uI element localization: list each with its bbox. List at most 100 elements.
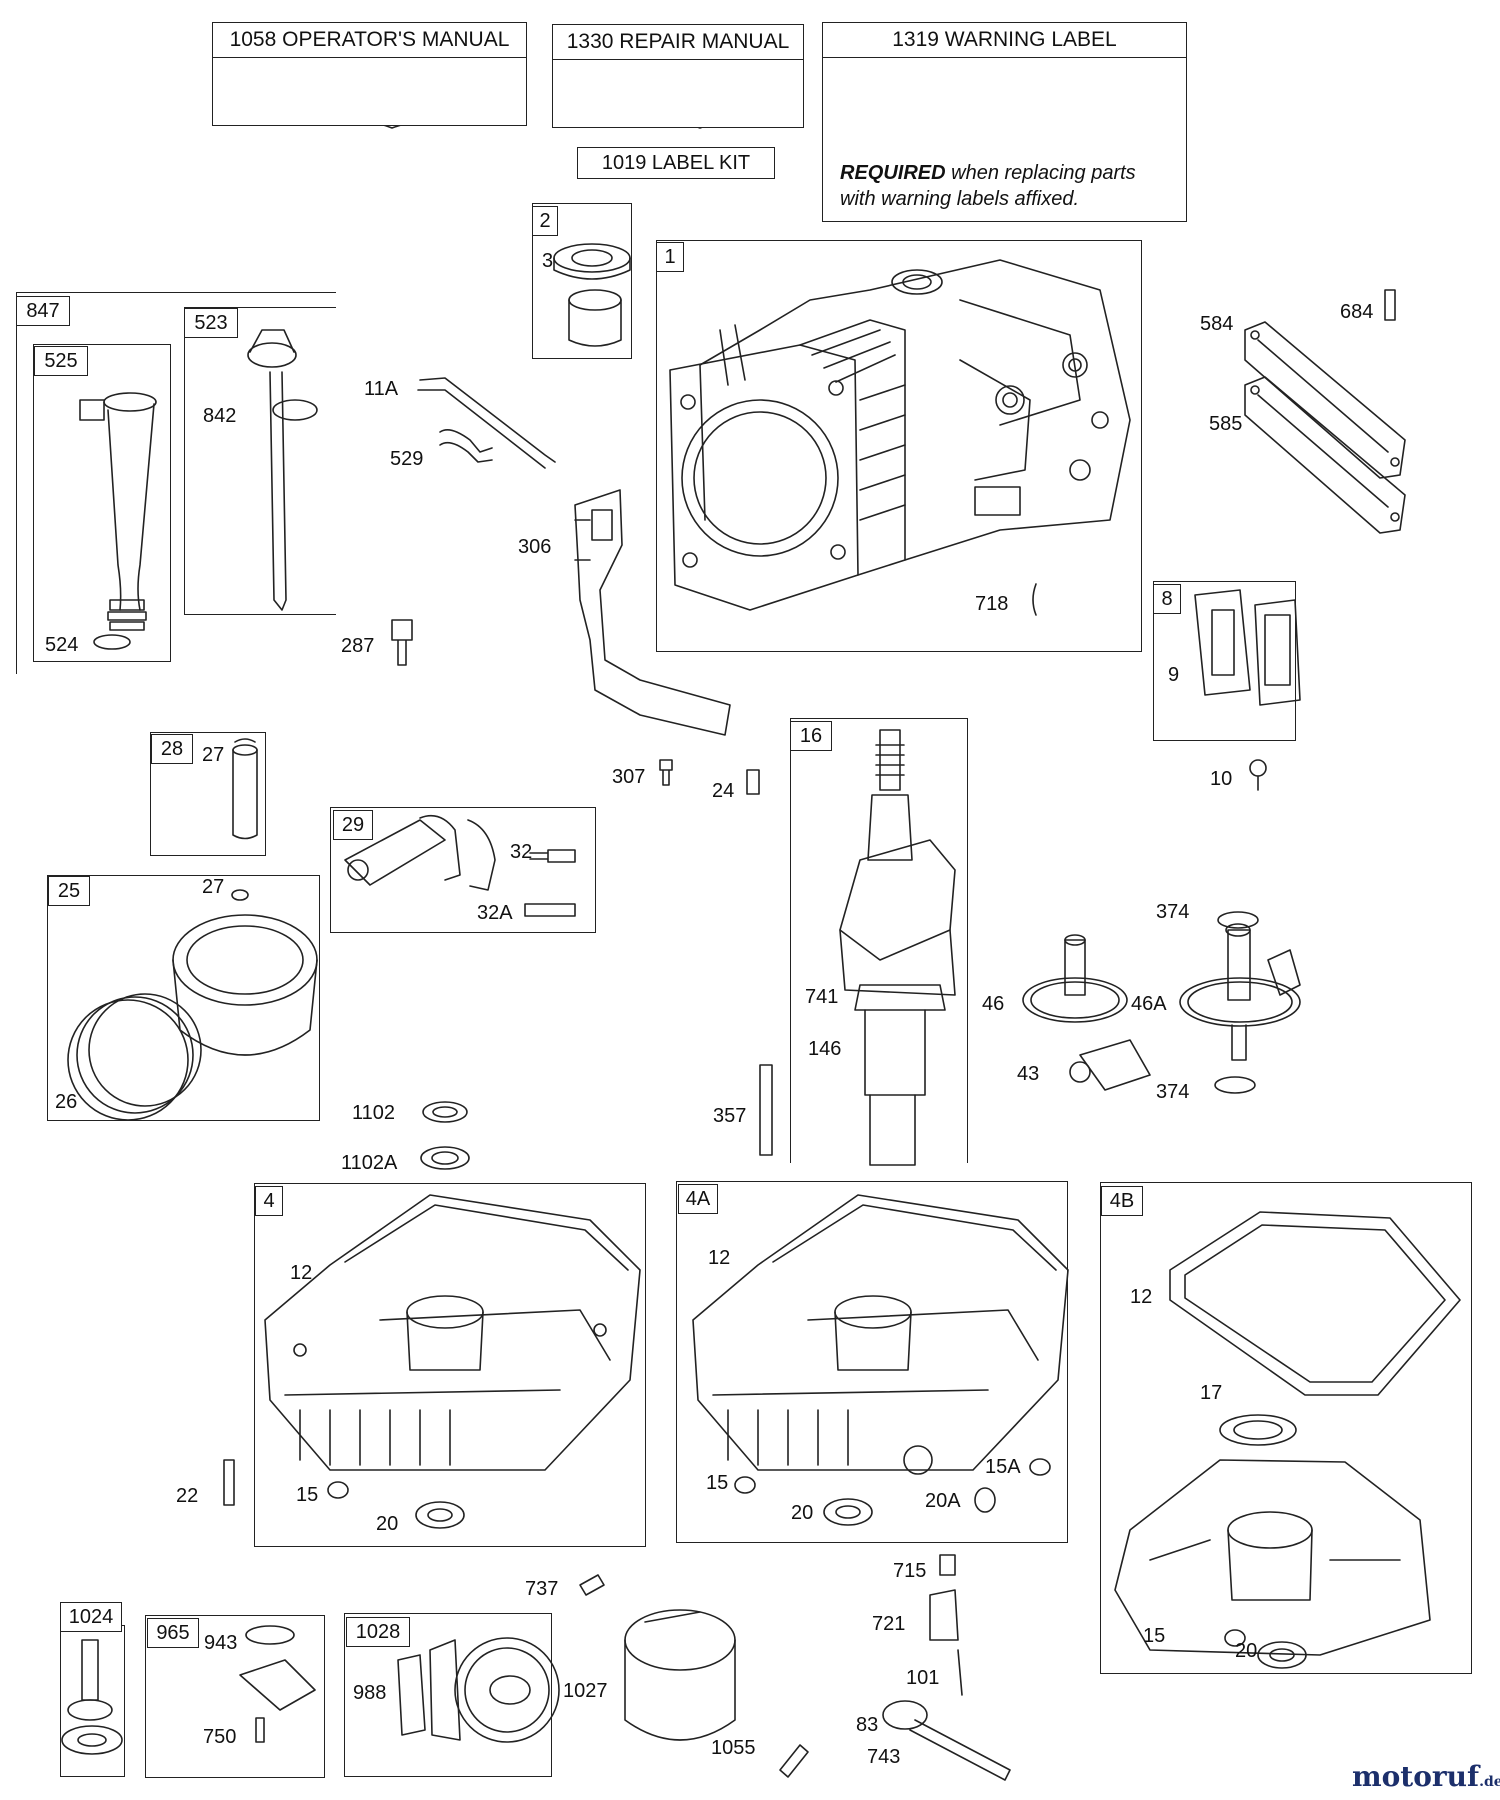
group-29-label[interactable]: 29 [333,810,373,840]
motoruf-watermark: motoruf.de [1352,1760,1500,1793]
part-146-label[interactable]: 146 [808,1038,842,1060]
group-28-label[interactable]: 28 [151,734,193,764]
seal-20c-drawing [1257,1641,1307,1669]
part-32-label[interactable]: 32 [510,841,533,863]
part-585-label[interactable]: 585 [1209,413,1243,435]
part-22-label[interactable]: 22 [176,1485,199,1507]
part-43-label[interactable]: 43 [1017,1063,1040,1085]
group-523-label[interactable]: 523 [184,308,238,338]
group-25-label[interactable]: 25 [48,876,90,906]
part-27b-label[interactable]: 27 [202,876,225,898]
group-8-label[interactable]: 8 [1153,584,1181,614]
part-9-label[interactable]: 9 [1168,664,1180,686]
cylinder-block-drawing [669,259,1131,611]
part-584-label[interactable]: 584 [1200,313,1234,335]
part-750-label[interactable]: 750 [203,1726,237,1748]
part-15b-label[interactable]: 15 [706,1472,729,1494]
bolt-22-drawing [223,1459,235,1506]
part-20b-label[interactable]: 20 [791,1502,814,1524]
part-374b-label[interactable]: 374 [1156,1081,1190,1103]
part-12b-label[interactable]: 12 [708,1247,731,1269]
part-357-label[interactable]: 357 [713,1105,747,1127]
group-8-frame [1153,581,1296,741]
crankshaft-drawing [839,729,956,1166]
group-1028-label[interactable]: 1028 [346,1617,410,1647]
group-1024-frame [60,1625,125,1777]
oil-filter-drawing [624,1609,736,1741]
part-10-label[interactable]: 10 [1210,768,1233,790]
group-16-label[interactable]: 16 [790,721,832,751]
repair-manual-box[interactable]: 1330 REPAIR MANUAL [552,24,804,128]
part-15a-label[interactable]: 15A [985,1456,1021,1478]
part-46a-label[interactable]: 46A [1131,993,1167,1015]
group-965-frame [145,1615,325,1778]
part-17-label[interactable]: 17 [1200,1382,1223,1404]
part-306-label[interactable]: 306 [518,536,552,558]
part-20-label[interactable]: 20 [376,1513,399,1535]
camshaft-gear-46-drawing [1022,934,1128,1023]
part-374-label[interactable]: 374 [1156,901,1190,923]
governor-shaft-drawing [882,1554,1011,1781]
part-12c-label[interactable]: 12 [1130,1286,1153,1308]
part-15c-label[interactable]: 15 [1143,1625,1166,1647]
part-743-label[interactable]: 743 [867,1746,901,1768]
sump-4b-drawing [1114,1211,1461,1656]
plug-15c-drawing [1224,1629,1246,1647]
part-1102-label[interactable]: 1102 [352,1102,396,1124]
part-842-label[interactable]: 842 [203,405,237,427]
part-3-label[interactable]: 3 [542,250,554,272]
part-24-label[interactable]: 24 [712,780,735,802]
part-718-label[interactable]: 718 [975,593,1009,615]
label-kit-box[interactable]: 1019 LABEL KIT [577,147,775,179]
part-721-label[interactable]: 721 [872,1613,906,1635]
part-20a-label[interactable]: 20A [925,1490,961,1512]
group-1-label[interactable]: 1 [656,242,684,272]
bolt-737-drawing [579,1574,605,1596]
part-737-label[interactable]: 737 [525,1578,559,1600]
part-15-label[interactable]: 15 [296,1484,319,1506]
elbow-529-drawing [439,429,493,463]
dipstick-drawing [247,329,318,611]
required-note-rest: when replacing parts [945,162,1136,184]
warning-label-box[interactable]: 1319 WARNING LABEL [822,22,1187,222]
group-1024-label[interactable]: 1024 [60,1602,122,1632]
part-26-label[interactable]: 26 [55,1091,78,1113]
group-4-label[interactable]: 4 [255,1186,283,1216]
part-943-label[interactable]: 943 [204,1632,238,1654]
part-12-label[interactable]: 12 [290,1262,313,1284]
group-4-frame [254,1183,646,1547]
part-529-label[interactable]: 529 [390,448,424,470]
tube-11a-drawing [419,377,556,463]
part-741-label[interactable]: 741 [805,986,839,1008]
part-11a-label[interactable]: 11A [364,378,399,400]
part-27-label[interactable]: 27 [202,744,225,766]
group-4b-label[interactable]: 4B [1101,1186,1143,1216]
part-988-label[interactable]: 988 [353,1682,387,1704]
operator-manual-box[interactable]: 1058 OPERATOR'S MANUAL [212,22,527,126]
group-4a-label[interactable]: 4A [678,1184,718,1214]
part-1055-label[interactable]: 1055 [711,1737,756,1759]
part-684-label[interactable]: 684 [1340,301,1374,323]
part-524-label[interactable]: 524 [45,634,79,656]
part-1102a-label[interactable]: 1102A [341,1152,398,1174]
part-20c-label[interactable]: 20 [1235,1640,1258,1662]
part-1027-label[interactable]: 1027 [563,1680,608,1702]
group-1-frame [656,240,1142,652]
motoruf-watermark-name: motoruf [1352,1760,1480,1793]
group-965-label[interactable]: 965 [147,1618,199,1648]
group-525-label[interactable]: 525 [34,346,88,376]
seal-20b-drawing [823,1498,873,1526]
seal-and-bushing-drawing [553,243,631,347]
part-307-label[interactable]: 307 [612,766,646,788]
group-2-label[interactable]: 2 [532,206,558,236]
part-46-label[interactable]: 46 [982,993,1005,1015]
part-287-label[interactable]: 287 [341,635,375,657]
part-32a-label[interactable]: 32A [477,902,513,924]
group-847-label[interactable]: 847 [16,296,70,326]
part-101-label[interactable]: 101 [906,1667,940,1689]
part-83-label[interactable]: 83 [856,1714,879,1736]
group-525-frame [33,344,171,662]
part-715-label[interactable]: 715 [893,1560,927,1582]
group-25-frame [47,875,320,1121]
camshaft-gear-46a-drawing [1179,911,1301,1094]
